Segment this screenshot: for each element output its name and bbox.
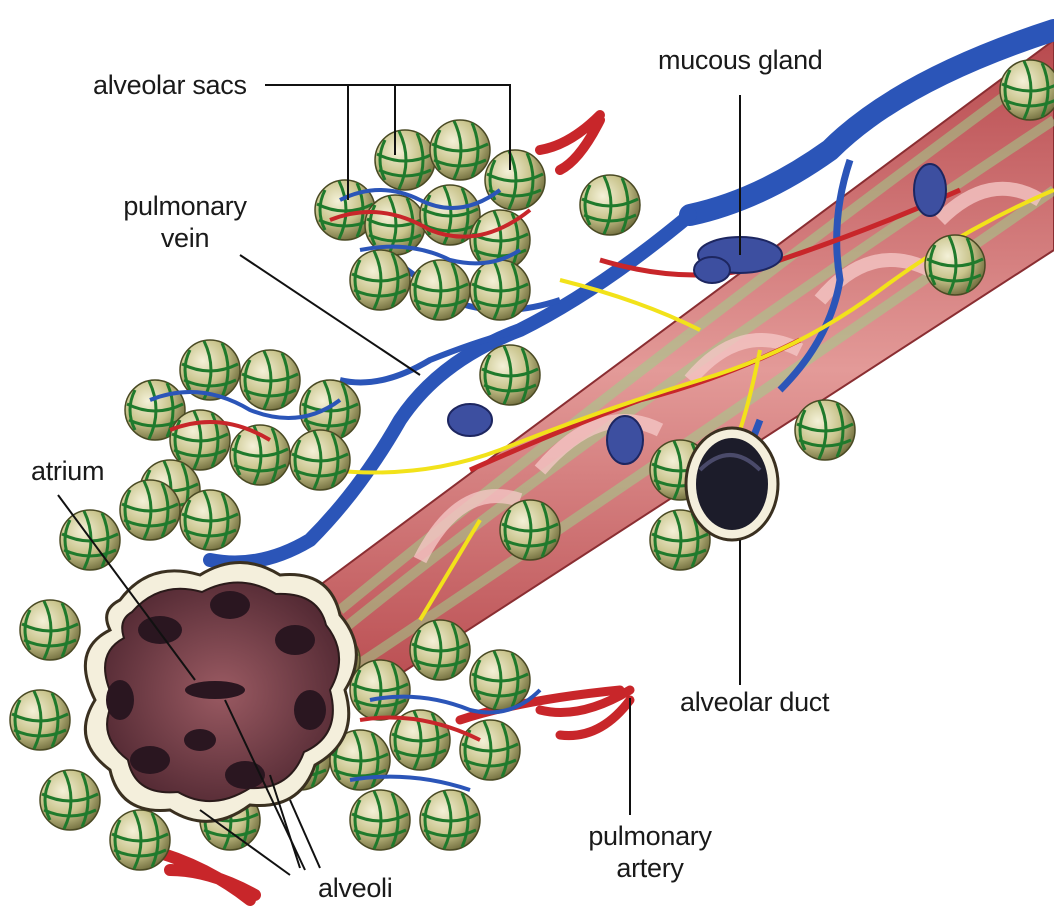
alveolar-duct-opening — [686, 428, 778, 540]
label-pulmonary-artery-line2: artery — [565, 852, 735, 884]
label-alveoli: alveoli — [318, 872, 392, 904]
label-atrium: atrium — [31, 455, 104, 487]
label-pulmonary-vein: pulmonary vein — [100, 190, 270, 254]
label-pulmonary-vein-line1: pulmonary — [100, 190, 270, 222]
label-alveolar-duct: alveolar duct — [680, 686, 829, 718]
label-alveolar-sacs: alveolar sacs — [93, 69, 247, 101]
label-pulmonary-artery: pulmonary artery — [565, 820, 735, 884]
label-pulmonary-artery-line1: pulmonary — [565, 820, 735, 852]
label-mucous-gland: mucous gland — [658, 44, 823, 76]
label-pulmonary-vein-line2: vein — [100, 222, 270, 254]
